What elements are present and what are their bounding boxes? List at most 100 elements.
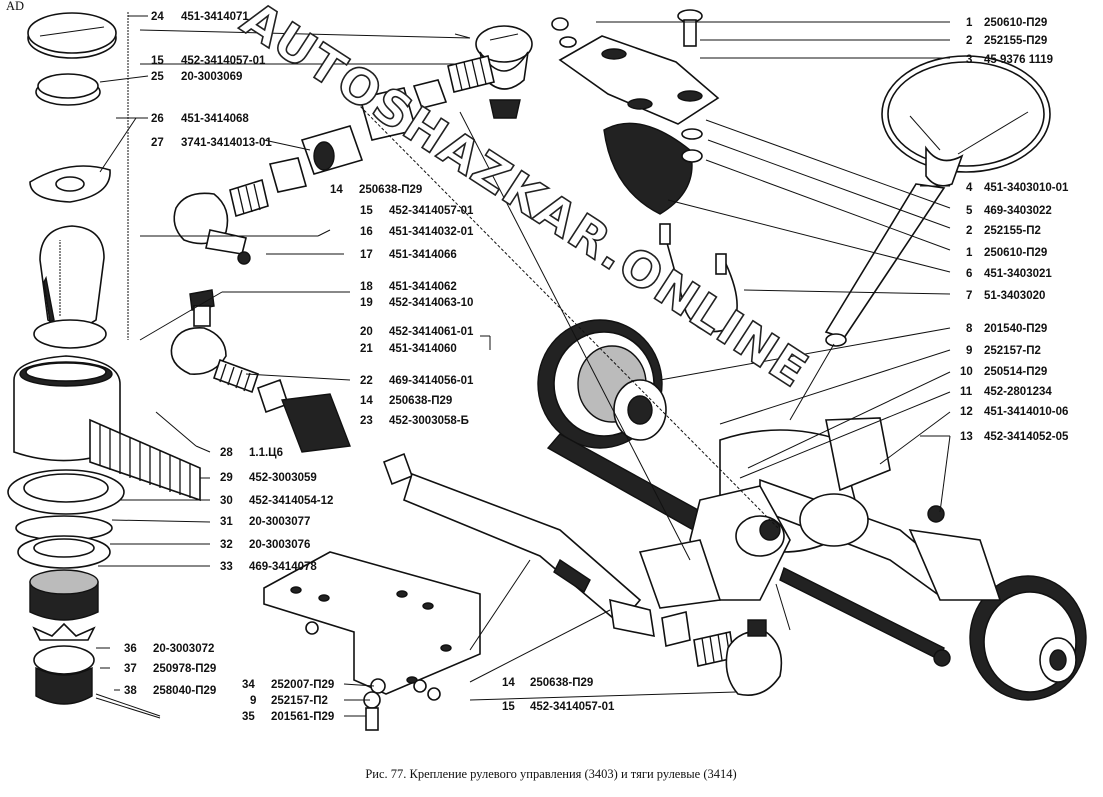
callout-code: 258040-П29 bbox=[153, 685, 216, 697]
mounting-bracket bbox=[263, 551, 481, 731]
callout-code: 451-3403010-01 bbox=[984, 182, 1069, 194]
callout-num: 1 bbox=[966, 17, 973, 29]
callout-num: 35 bbox=[242, 711, 255, 723]
callout-num: 28 bbox=[220, 447, 233, 459]
leader-lines bbox=[59, 15, 951, 717]
callout-num: 13 bbox=[960, 431, 973, 443]
callout-num: 3 bbox=[966, 54, 972, 66]
callout-code: 252157-П2 bbox=[984, 345, 1041, 357]
callout-num: 19 bbox=[360, 297, 373, 309]
callout-num: 37 bbox=[124, 663, 137, 675]
callout-num: 15 bbox=[151, 55, 164, 67]
callout-code: 252155-П2 bbox=[984, 225, 1041, 237]
callout-code: 250638-П29 bbox=[530, 677, 593, 689]
callout-code: 469-3414078 bbox=[249, 561, 317, 573]
callout-code: 452-3414054-12 bbox=[249, 495, 333, 507]
callout-labels: 24 451-3414071 15 452-3414057-01 25 20-3… bbox=[124, 11, 1069, 723]
callout-code: 20-3003076 bbox=[249, 539, 310, 551]
callout-code: 250610-П29 bbox=[984, 17, 1047, 29]
callout-num: 22 bbox=[360, 375, 373, 387]
callout-code: 452-3003059 bbox=[249, 472, 317, 484]
callout-code: 451-3414071 bbox=[181, 11, 249, 23]
callout-num: 30 bbox=[220, 495, 233, 507]
callout-code: 252157-П2 bbox=[271, 695, 328, 707]
callout-num: 21 bbox=[360, 343, 373, 355]
callout-num: 25 bbox=[151, 71, 164, 83]
callout-code: 250978-П29 bbox=[153, 663, 216, 675]
corner-mark: AD bbox=[6, 0, 24, 13]
callout-num: 18 bbox=[360, 281, 373, 293]
callout-num: 15 bbox=[360, 205, 373, 217]
callout-code: 452-3414052-05 bbox=[984, 431, 1069, 443]
callout-code: 451-3414060 bbox=[389, 343, 457, 355]
front-axle bbox=[537, 319, 1087, 701]
callout-code: 3741-3414013-01 bbox=[181, 137, 272, 149]
callout-code: 45 9376 1119 bbox=[984, 54, 1053, 66]
callout-num: 29 bbox=[220, 472, 233, 484]
callout-code: 20-3003077 bbox=[249, 516, 310, 528]
callout-code: 452-3414057-01 bbox=[389, 205, 474, 217]
callout-num: 31 bbox=[220, 516, 233, 528]
callout-code: 201561-П29 bbox=[271, 711, 334, 723]
callout-code: 451-3414068 bbox=[181, 113, 249, 125]
steering-column bbox=[789, 55, 1051, 421]
callout-num: 6 bbox=[966, 268, 972, 280]
callout-code: 51-3403020 bbox=[984, 290, 1045, 302]
callout-num: 2 bbox=[966, 225, 972, 237]
callout-num: 12 bbox=[960, 406, 973, 418]
callout-code: 469-3403022 bbox=[984, 205, 1052, 217]
callout-num: 4 bbox=[966, 182, 973, 194]
callout-num: 2 bbox=[966, 35, 972, 47]
callout-num: 11 bbox=[960, 386, 973, 398]
callout-num: 14 bbox=[330, 184, 343, 196]
callout-code: 452-3414057-01 bbox=[530, 701, 615, 713]
callout-num: 14 bbox=[360, 395, 373, 407]
upper-tie-rod-assembly bbox=[173, 25, 533, 265]
callout-num: 24 bbox=[151, 11, 164, 23]
callout-code: 201540-П29 bbox=[984, 323, 1047, 335]
callout-num: 8 bbox=[966, 323, 973, 335]
callout-num: 34 bbox=[242, 679, 255, 691]
callout-num: 36 bbox=[124, 643, 137, 655]
callout-num: 38 bbox=[124, 685, 137, 697]
callout-num: 16 bbox=[360, 226, 373, 238]
callout-num: 14 bbox=[502, 677, 515, 689]
callout-code: 451-3414010-06 bbox=[984, 406, 1068, 418]
callout-code: 252007-П29 bbox=[271, 679, 334, 691]
callout-code: 452-3414057-01 bbox=[181, 55, 266, 67]
callout-code: 20-3003072 bbox=[153, 643, 214, 655]
callout-code: 452-3414061-01 bbox=[389, 326, 474, 338]
callout-code: 250610-П29 bbox=[984, 247, 1047, 259]
callout-code: 469-3414056-01 bbox=[389, 375, 474, 387]
callout-code: 250638-П29 bbox=[359, 184, 422, 196]
figure-caption: Рис. 77. Крепление рулевого управления (… bbox=[365, 767, 736, 781]
callout-num: 1 bbox=[966, 247, 973, 259]
middle-tie-rod-assembly bbox=[170, 289, 783, 696]
callout-num: 15 bbox=[502, 701, 515, 713]
callout-code: 451-3414062 bbox=[389, 281, 457, 293]
callout-code: 452-3003058-Б bbox=[389, 415, 469, 427]
callout-code: 250514-П29 bbox=[984, 366, 1047, 378]
callout-num: 7 bbox=[966, 290, 972, 302]
left-ball-joint-stack bbox=[7, 12, 201, 719]
callout-code: 250638-П29 bbox=[389, 395, 452, 407]
callout-code: 452-2801234 bbox=[984, 386, 1052, 398]
callout-num: 20 bbox=[360, 326, 373, 338]
callout-num: 27 bbox=[151, 137, 164, 149]
column-bracket bbox=[551, 9, 738, 333]
callout-code: 452-3414063-10 bbox=[389, 297, 473, 309]
callout-num: 9 bbox=[966, 345, 972, 357]
callout-num: 26 bbox=[151, 113, 164, 125]
callout-num: 10 bbox=[960, 366, 973, 378]
callout-num: 32 bbox=[220, 539, 233, 551]
callout-code: 451-3403021 bbox=[984, 268, 1052, 280]
callout-num: 9 bbox=[250, 695, 256, 707]
callout-num: 33 bbox=[220, 561, 233, 573]
callout-num: 23 bbox=[360, 415, 373, 427]
callout-code: 451-3414066 bbox=[389, 249, 457, 261]
callout-code: 252155-П29 bbox=[984, 35, 1047, 47]
callout-code: 20-3003069 bbox=[181, 71, 242, 83]
callout-num: 17 bbox=[360, 249, 373, 261]
callout-code: 451-3414032-01 bbox=[389, 226, 474, 238]
